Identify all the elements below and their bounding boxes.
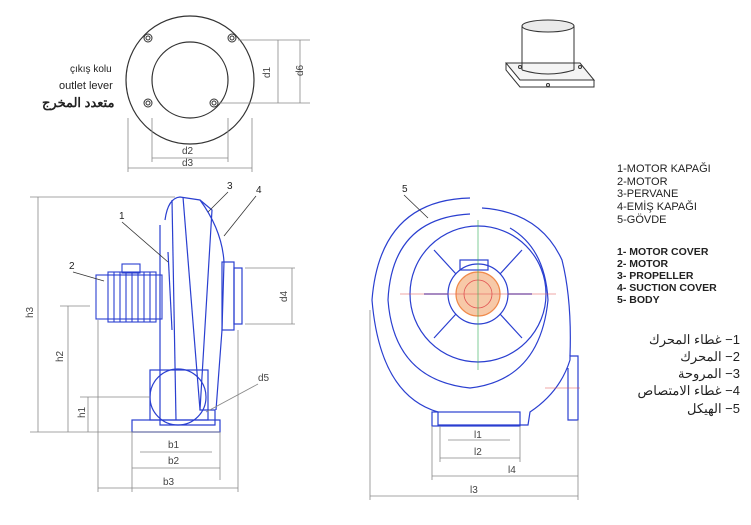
outlet-lever-label-ar: متعدد المخرج	[42, 95, 115, 110]
legend-turkish: 1-MOTOR KAPAĞI 2-MOTOR 3-PERVANE 4-EMİŞ …	[617, 163, 711, 226]
legend-item: 2− المحرك	[680, 349, 740, 365]
flange-outer-circle	[125, 15, 255, 145]
motor-body	[95, 263, 163, 323]
dim-h3: h3	[25, 306, 36, 318]
outlet-lever-label-tr: çıkış kolu	[70, 64, 112, 75]
dim-b3: b3	[163, 477, 175, 488]
flange-top-view: d1 d6 d2 d3	[125, 15, 310, 172]
side-dimension-lines	[30, 196, 295, 492]
legend-item: 5-GÖVDE	[617, 213, 667, 226]
dim-b1: b1	[168, 440, 180, 451]
callout-1: 1	[119, 211, 125, 222]
callout-4: 4	[256, 185, 262, 196]
callout-3: 3	[227, 181, 233, 192]
legend-item: 3- PROPELLER	[617, 270, 694, 283]
dim-d4: d4	[279, 290, 290, 302]
dim-l4: l4	[508, 465, 516, 476]
legend-item: 1- MOTOR COVER	[617, 246, 709, 258]
legend-item: 4- SUCTION COVER	[617, 282, 717, 295]
dim-h1: h1	[77, 406, 88, 418]
side-view: h3 h2 h1 d4 d5 b1 b2 b3 1 2 3 4	[25, 181, 295, 492]
front-view: l1 l2 l4 l3 5	[369, 184, 580, 500]
callout-5: 5	[402, 184, 408, 195]
legend-arabic: 1− غطاء المحرك 2− المحرك 3− المروحة 4− غ…	[600, 331, 740, 417]
dim-l1: l1	[474, 430, 482, 441]
legend-item: 3− المروحة	[678, 366, 740, 382]
d5-leader	[205, 383, 259, 413]
legend-item: 1− غطاء المحرك	[649, 332, 740, 347]
legend-item: 5- BODY	[617, 294, 660, 307]
legend-item: 5− الهيكل	[687, 400, 740, 416]
dim-d6: d6	[295, 64, 306, 76]
dim-d1: d1	[262, 66, 273, 78]
legend-english: 1- MOTOR COVER 2- MOTOR 3- PROPELLER 4- …	[617, 246, 717, 306]
legend-item: 4− غطاء الامتصاص	[637, 383, 740, 399]
flange-inner-circle	[151, 41, 229, 119]
outlet-lever-label-en: outlet lever	[59, 80, 113, 92]
dim-d5: d5	[258, 373, 270, 384]
callout-2: 2	[69, 261, 75, 272]
flange-bolt-holes	[143, 33, 237, 108]
legend-item: 2- MOTOR	[617, 258, 669, 271]
dim-l3: l3	[470, 485, 478, 496]
dim-h2: h2	[55, 350, 66, 362]
legend-item: 2-MOTOR	[617, 175, 668, 188]
front-dimension-lines	[369, 310, 579, 500]
dim-b2: b2	[168, 456, 180, 467]
dim-d2: d2	[182, 146, 194, 157]
dim-d3: d3	[182, 158, 194, 169]
legend-item: 1-MOTOR KAPAĞI	[617, 163, 711, 175]
outlet-3d-view	[504, 19, 596, 88]
legend-item: 3-PERVANE	[617, 188, 679, 201]
dim-l2: l2	[474, 447, 482, 458]
legend-item: 4-EMİŞ KAPAĞI	[617, 200, 697, 213]
